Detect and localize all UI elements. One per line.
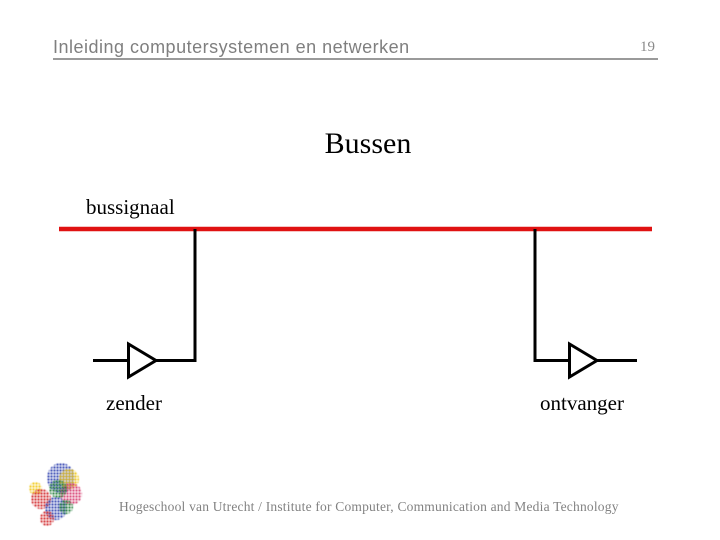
logo-blob — [49, 480, 67, 498]
header-divider — [53, 58, 658, 60]
bus-signal-label: bussignaal — [86, 195, 175, 219]
slide-number: 19 — [640, 39, 655, 55]
sender-driver-symbol — [127, 341, 159, 380]
slide-title: Bussen — [324, 127, 412, 160]
hogeschool-utrecht-logo-icon — [24, 459, 88, 535]
logo-blob — [59, 500, 73, 514]
sender-label: zender — [106, 391, 162, 415]
receiver-label: ontvanger — [540, 391, 624, 415]
footer-affiliation: Hogeschool van Utrecht / Institute for C… — [119, 499, 619, 514]
receiver-driver-symbol — [568, 341, 600, 380]
receiver-input-wire — [533, 229, 568, 362]
logo-blob — [40, 511, 54, 526]
sender-output-wire — [156, 229, 197, 362]
course-title: Inleiding computersystemen en netwerken — [53, 37, 410, 57]
